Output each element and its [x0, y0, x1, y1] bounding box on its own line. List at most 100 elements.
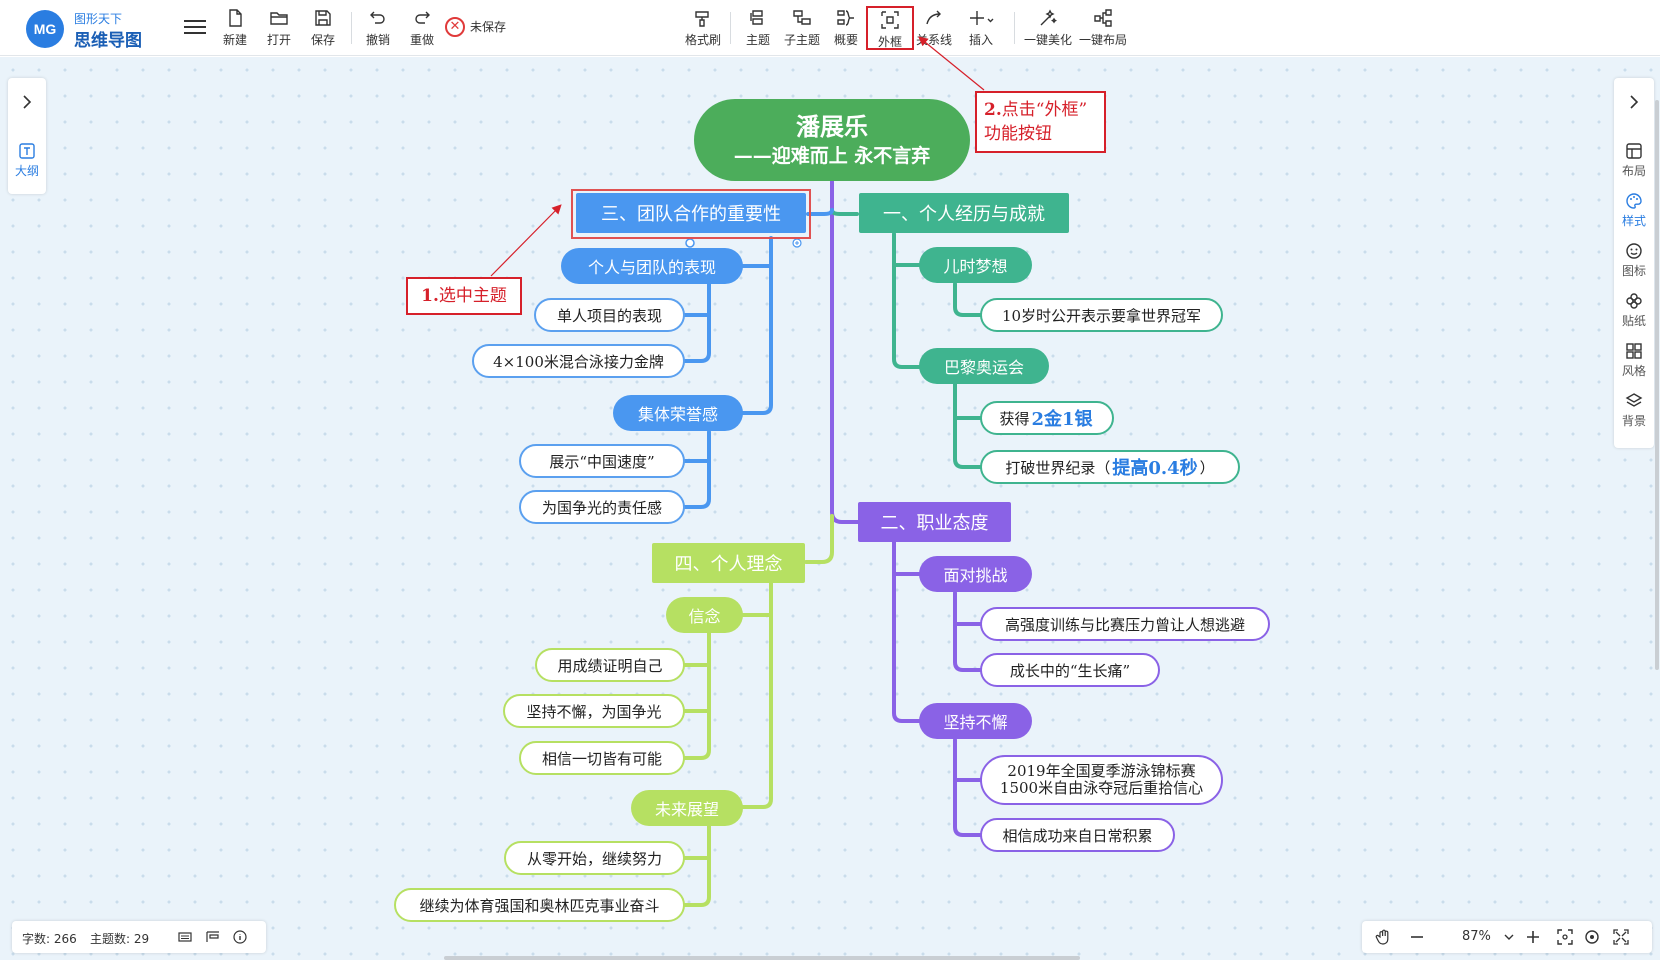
style-panel-button[interactable]: 样式 — [1614, 192, 1654, 229]
logo-subtitle: 图形天下 — [74, 12, 123, 26]
icon-panel-button[interactable]: 图标 — [1614, 242, 1654, 279]
save-icon — [315, 10, 331, 26]
format-brush-button[interactable]: 格式刷 — [679, 6, 727, 50]
leaf-national-honor[interactable]: 为国争光的责任感 — [519, 490, 685, 524]
new-button[interactable]: 新建 — [211, 6, 259, 50]
save-button[interactable]: 保存 — [299, 6, 347, 50]
layout-panel-button[interactable]: 布局 — [1614, 142, 1654, 179]
relation-line-icon — [926, 10, 941, 25]
toolbar-divider — [351, 12, 352, 44]
palette-icon — [1626, 193, 1642, 209]
theme-panel-button[interactable]: 风格 — [1614, 342, 1654, 379]
plus-chevron-icon — [970, 11, 994, 25]
horizontal-scrollbar[interactable] — [444, 956, 1080, 960]
redo-button[interactable]: 重做 — [398, 6, 446, 50]
leaf-relay-gold[interactable]: 4×100米混合泳接力金牌 — [472, 344, 685, 378]
minimap-icon[interactable] — [206, 930, 220, 944]
left-panel: 大纲 — [8, 78, 46, 194]
folder-icon — [270, 12, 288, 25]
word-count: 字数: 266 — [22, 932, 77, 946]
leaf-persevere-for-country[interactable]: 坚持不懈，为国争光 — [503, 694, 685, 728]
insert-button[interactable]: 插入 — [957, 6, 1005, 50]
leaf-sports-power[interactable]: 继续为体育强国和奥林匹克事业奋斗 — [394, 888, 685, 922]
keyboard-icon[interactable] — [178, 930, 192, 944]
leaf-start-from-zero[interactable]: 从零开始，继续努力 — [504, 841, 685, 875]
leaf-world-record[interactable]: 打破世界纪录（提高0.4秒） — [980, 450, 1240, 484]
toolbar-divider — [730, 12, 731, 44]
boundary-icon — [881, 11, 899, 29]
branch-personal-philosophy[interactable]: 四、个人理念 — [652, 543, 805, 583]
leaf-training-pressure[interactable]: 高强度训练与比赛压力曾让人想逃避 — [980, 607, 1270, 641]
leaf-anything-possible[interactable]: 相信一切皆有可能 — [519, 741, 685, 775]
beautify-button[interactable]: 一键美化 — [1021, 6, 1075, 50]
relation-line-button[interactable]: 关系线 — [910, 6, 958, 50]
status-bar: 字数: 266 主题数: 29 — [12, 921, 266, 953]
subtopic-perseverance[interactable]: 坚持不懈 — [919, 703, 1032, 739]
chevron-down-icon[interactable] — [1500, 928, 1518, 946]
smiley-icon — [1626, 243, 1642, 259]
format-brush-icon — [695, 11, 709, 27]
zoom-out-icon[interactable] — [1408, 928, 1426, 946]
chevron-right-icon — [23, 95, 32, 109]
auto-layout-button[interactable]: 一键布局 — [1076, 6, 1130, 50]
layout-tree-icon — [1094, 9, 1112, 27]
open-button[interactable]: 打开 — [255, 6, 303, 50]
layout-icon — [1626, 143, 1642, 159]
grid-icon — [1626, 343, 1642, 359]
subtopic-belief[interactable]: 信念 — [666, 597, 743, 633]
unsaved-x-icon: ✕ — [445, 17, 465, 37]
leaf-china-speed[interactable]: 展示“中国速度” — [519, 444, 685, 478]
undo-button[interactable]: 撤销 — [354, 6, 402, 50]
hamburger-menu-icon[interactable] — [184, 16, 206, 38]
subtopic-future-outlook[interactable]: 未来展望 — [631, 790, 743, 826]
boundary-button[interactable]: 外框 — [866, 6, 914, 50]
annotation-step2: 2.点击“外框” 功能按钮 — [975, 91, 1106, 153]
expand-right-button[interactable] — [1614, 94, 1654, 110]
right-panel: 布局 样式 图标 贴纸 风格 背景 — [1614, 78, 1654, 448]
redo-icon — [415, 11, 430, 24]
branch-teamwork[interactable]: 三、团队合作的重要性 — [576, 193, 806, 233]
sticker-panel-button[interactable]: 贴纸 — [1614, 292, 1654, 329]
outline-icon — [19, 143, 35, 159]
info-icon[interactable] — [233, 930, 247, 944]
subtopic-individual-team[interactable]: 个人与团队的表现 — [561, 248, 743, 284]
toolbar-divider — [1014, 12, 1015, 44]
subtopic-childhood-dream[interactable]: 儿时梦想 — [919, 247, 1032, 283]
leaf-2019-championship[interactable]: 2019年全国夏季游泳锦标赛 1500米自由泳夺冠后重拾信心 — [980, 755, 1223, 805]
leaf-world-champion-goal[interactable]: 10岁时公开表示要拿世界冠军 — [980, 298, 1223, 332]
zoom-in-icon[interactable] — [1524, 928, 1542, 946]
subtopic-paris-olympics[interactable]: 巴黎奥运会 — [919, 348, 1049, 384]
leaf-growing-pains[interactable]: 成长中的“生长痛” — [980, 653, 1160, 687]
subtopic-button[interactable]: 子主题 — [778, 6, 826, 50]
summary-button[interactable]: 概要 — [822, 6, 870, 50]
leaf-daily-accumulation[interactable]: 相信成功来自日常积累 — [980, 818, 1175, 852]
topic-count: 主题数: 29 — [90, 932, 150, 946]
logo-title: 思维导图 — [74, 31, 142, 51]
topic-button[interactable]: 主题 — [734, 6, 782, 50]
branch-experience[interactable]: 一、个人经历与成就 — [859, 193, 1069, 233]
new-file-icon — [229, 9, 242, 27]
root-topic[interactable]: 潘展乐 ——迎难而上 永不言弃 — [694, 99, 970, 181]
leaf-individual-events[interactable]: 单人项目的表现 — [534, 298, 685, 332]
sticker-icon — [1626, 293, 1642, 309]
locate-center-icon[interactable] — [1583, 928, 1601, 946]
topic-icon — [750, 10, 763, 25]
branch-professional-attitude[interactable]: 二、职业态度 — [858, 502, 1011, 542]
expand-left-button[interactable] — [8, 94, 46, 110]
magic-wand-icon — [1040, 9, 1057, 26]
zoom-value[interactable]: 87% — [1462, 929, 1491, 944]
outline-button[interactable]: 大纲 — [8, 142, 46, 179]
subtopic-collective-honor[interactable]: 集体荣誉感 — [613, 395, 743, 431]
layers-icon — [1625, 393, 1643, 407]
fit-screen-icon[interactable] — [1556, 928, 1574, 946]
subtopic-facing-challenges[interactable]: 面对挑战 — [919, 556, 1032, 592]
mindmap-canvas[interactable] — [0, 57, 1660, 960]
background-panel-button[interactable]: 背景 — [1614, 392, 1654, 429]
fullscreen-icon[interactable] — [1612, 928, 1630, 946]
leaf-prove-yourself[interactable]: 用成绩证明自己 — [535, 648, 685, 682]
vertical-scrollbar[interactable] — [1655, 100, 1659, 670]
logo-mark: MG — [26, 10, 64, 48]
hand-pan-icon[interactable] — [1375, 928, 1393, 946]
chevron-right-icon — [1630, 95, 1639, 109]
